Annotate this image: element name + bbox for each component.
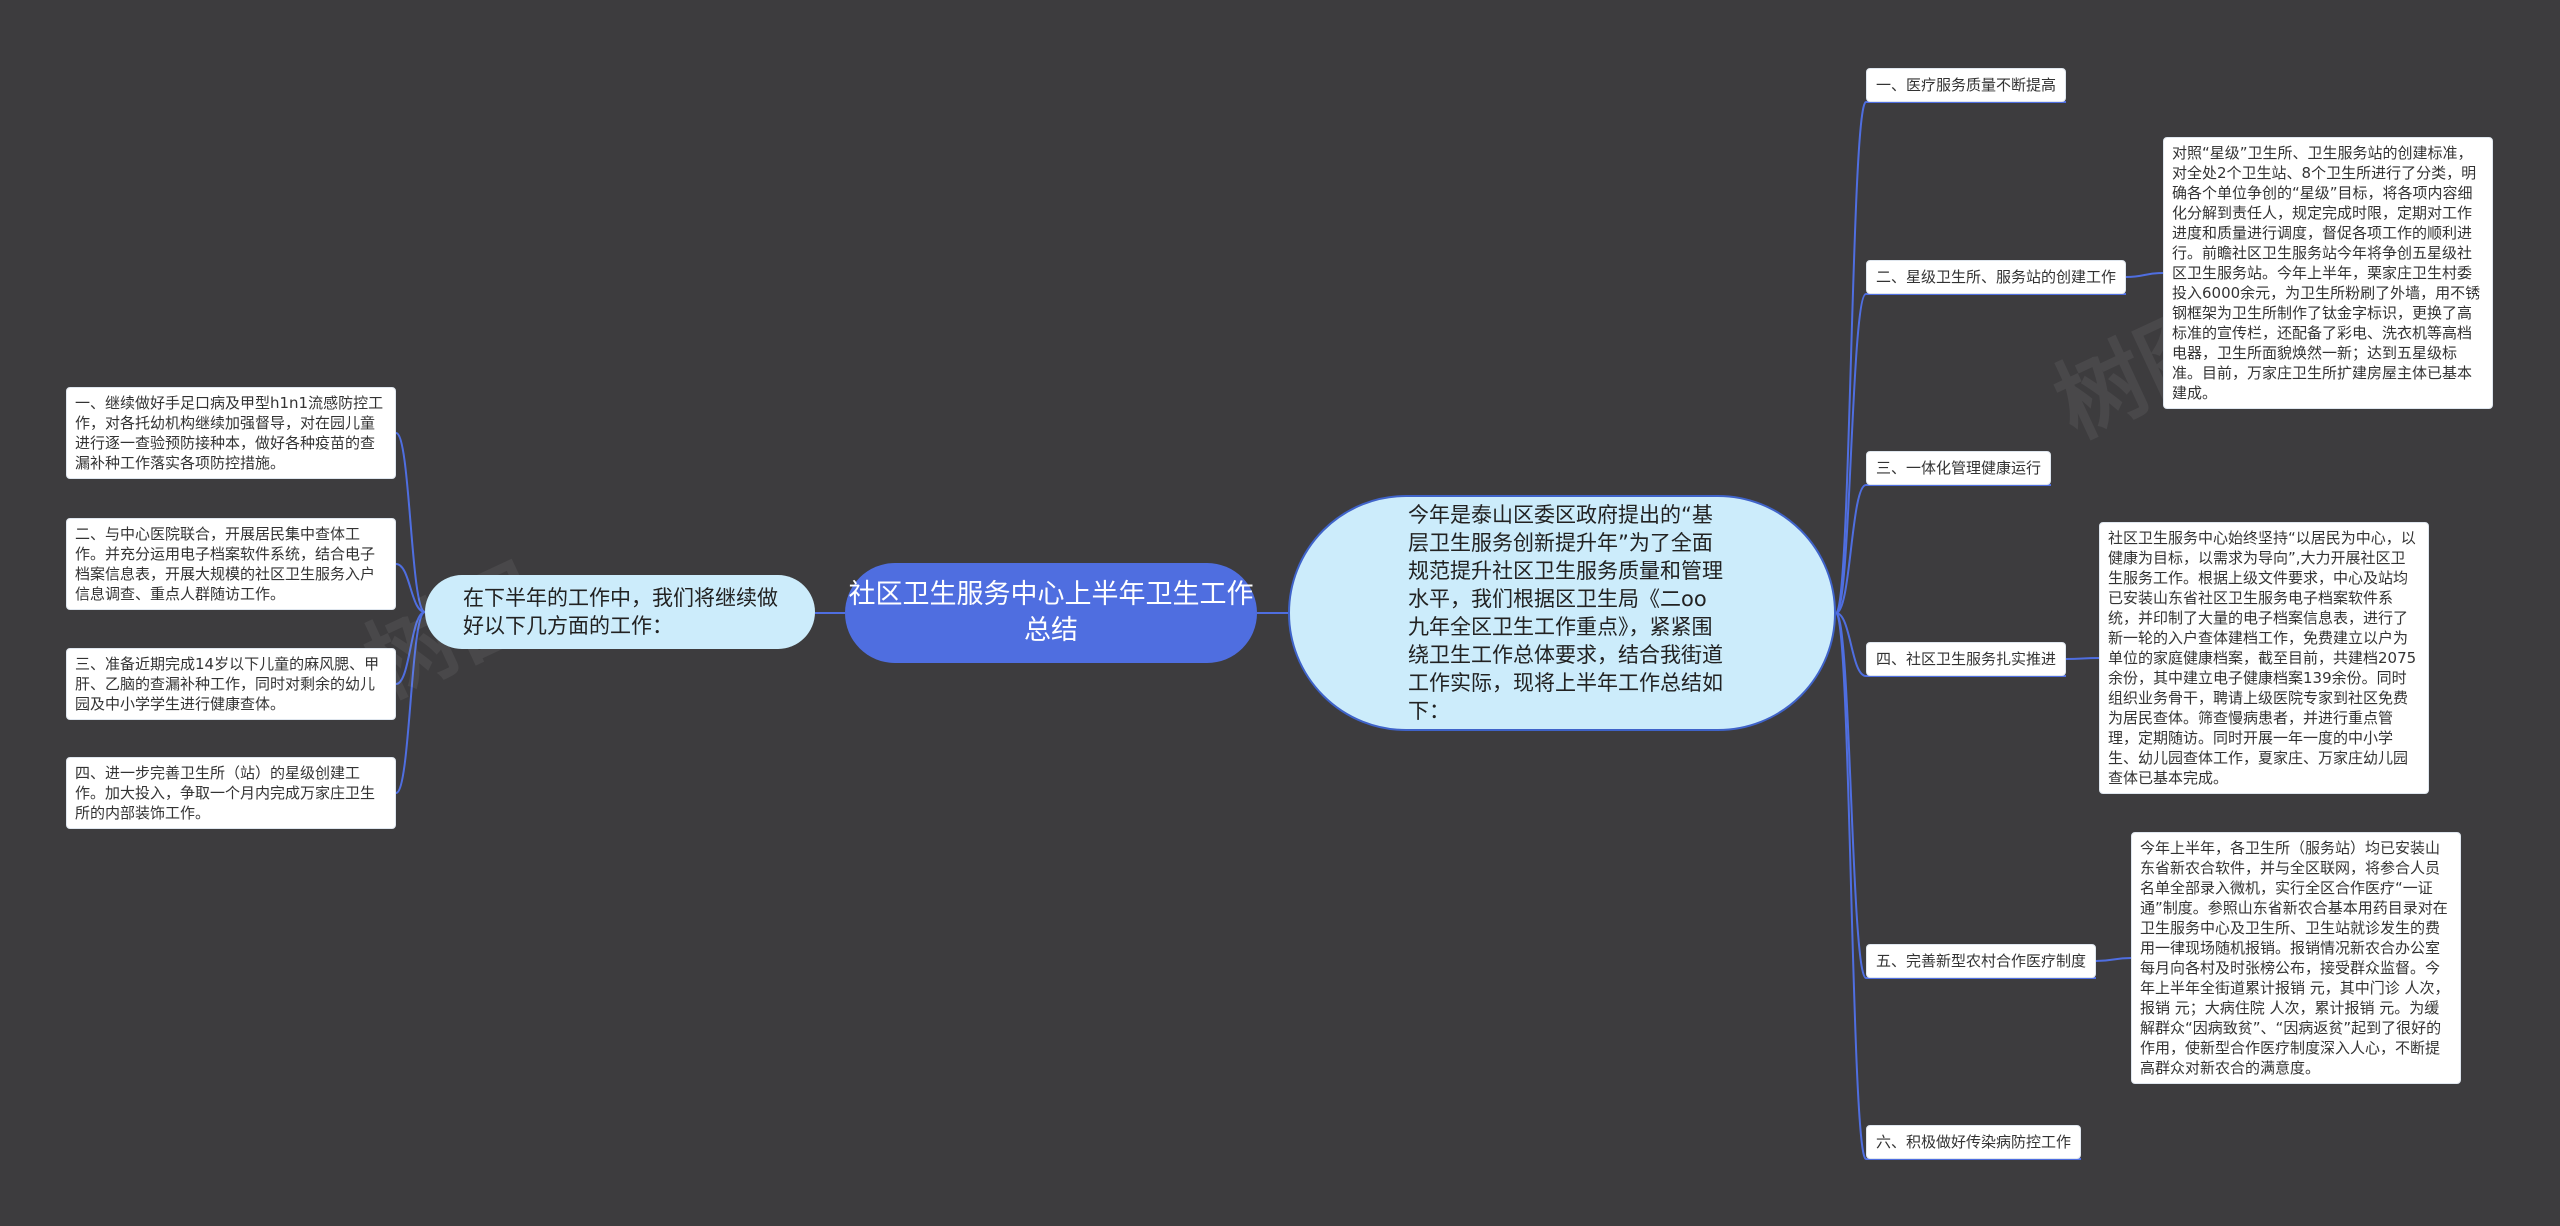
link-intro-branch	[1835, 484, 1867, 614]
root-node[interactable]: 社区卫生服务中心上半年卫生工作总结	[845, 563, 1257, 663]
link-intro-branch	[1835, 612, 1867, 677]
link-intro-branch	[1835, 612, 1867, 979]
branch-4-detail[interactable]: 社区卫生服务中心始终坚持“以居民为中心，以健康为目标，以需求为导向”,大力开展社…	[2099, 522, 2429, 794]
left-note-text: 二、与中心医院联合，开展居民集中查体工作。并充分运用电子档案软件系统，结合电子档…	[75, 525, 376, 603]
branch-label: 六、积极做好传染病防控工作	[1876, 1133, 2072, 1151]
left-note-3[interactable]: 三、准备近期完成14岁以下儿童的麻风腮、甲肝、乙脑的查漏补种工作，同时对剩余的幼…	[66, 648, 396, 720]
link-left-note	[395, 611, 426, 794]
detail-text: 对照“星级”卫生所、卫生服务站的创建标准，对全处2个卫生站、8个卫生所进行了分类…	[2172, 144, 2481, 402]
left-note-text: 四、进一步完善卫生所（站）的星级创建工作。加大投入，争取一个月内完成万家庄卫生所…	[75, 764, 376, 822]
intro-node[interactable]: 今年是泰山区委区政府提出的“基层卫生服务创新提升年”为了全面规范提升社区卫生服务…	[1288, 495, 1836, 731]
link-intro-branch	[1835, 612, 1867, 1160]
detail-text: 社区卫生服务中心始终坚持“以居民为中心，以健康为目标，以需求为导向”,大力开展社…	[2108, 529, 2417, 787]
left-note-1[interactable]: 一、继续做好手足口病及甲型h1n1流感防控工作，对各托幼机构继续加强督导，对在园…	[66, 387, 396, 479]
intro-text: 今年是泰山区委区政府提出的“基层卫生服务创新提升年”为了全面规范提升社区卫生服务…	[1408, 503, 1723, 723]
detail-text: 今年上半年，各卫生所（服务站）均已安装山东省新农合软件，并与全区联网，将参合人员…	[2140, 839, 2450, 1077]
branch-label: 五、完善新型农村合作医疗制度	[1876, 952, 2087, 970]
left-note-2[interactable]: 二、与中心医院联合，开展居民集中查体工作。并充分运用电子档案软件系统，结合电子档…	[66, 518, 396, 610]
branch-label: 四、社区卫生服务扎实推进	[1876, 650, 2057, 668]
left-main-text: 在下半年的工作中，我们将继续做好以下几方面的工作：	[463, 586, 778, 638]
branch-5[interactable]: 五、完善新型农村合作医疗制度	[1866, 944, 2097, 978]
left-note-text: 三、准备近期完成14岁以下儿童的麻风腮、甲肝、乙脑的查漏补种工作，同时对剩余的幼…	[75, 655, 380, 713]
branch-label: 二、星级卫生所、服务站的创建工作	[1876, 268, 2117, 286]
link-left-note	[395, 432, 426, 613]
root-title: 社区卫生服务中心上半年卫生工作总结	[848, 579, 1254, 646]
branch-label: 一、医疗服务质量不断提高	[1876, 76, 2057, 94]
link-left-note	[395, 611, 426, 685]
branch-6[interactable]: 六、积极做好传染病防控工作	[1866, 1125, 2082, 1159]
branch-3[interactable]: 三、一体化管理健康运行	[1866, 451, 2052, 485]
link-intro-branch	[1835, 101, 1867, 614]
link-branch-detail	[2095, 957, 2132, 962]
link-branch-detail	[2125, 272, 2164, 278]
link-branch-detail	[2065, 657, 2100, 660]
left-note-text: 一、继续做好手足口病及甲型h1n1流感防控工作，对各托幼机构继续加强督导，对在园…	[75, 394, 384, 472]
branch-2-detail[interactable]: 对照“星级”卫生所、卫生服务站的创建标准，对全处2个卫生站、8个卫生所进行了分类…	[2163, 137, 2493, 409]
link-left-note	[395, 563, 426, 613]
branch-2[interactable]: 二、星级卫生所、服务站的创建工作	[1866, 260, 2127, 294]
left-note-4[interactable]: 四、进一步完善卫生所（站）的星级创建工作。加大投入，争取一个月内完成万家庄卫生所…	[66, 757, 396, 829]
link-intro-branch	[1835, 293, 1867, 614]
left-main-node[interactable]: 在下半年的工作中，我们将继续做好以下几方面的工作：	[425, 575, 815, 649]
branch-4[interactable]: 四、社区卫生服务扎实推进	[1866, 642, 2067, 676]
branch-1[interactable]: 一、医疗服务质量不断提高	[1866, 68, 2067, 102]
branch-label: 三、一体化管理健康运行	[1876, 459, 2042, 477]
branch-5-detail[interactable]: 今年上半年，各卫生所（服务站）均已安装山东省新农合软件，并与全区联网，将参合人员…	[2131, 832, 2461, 1084]
